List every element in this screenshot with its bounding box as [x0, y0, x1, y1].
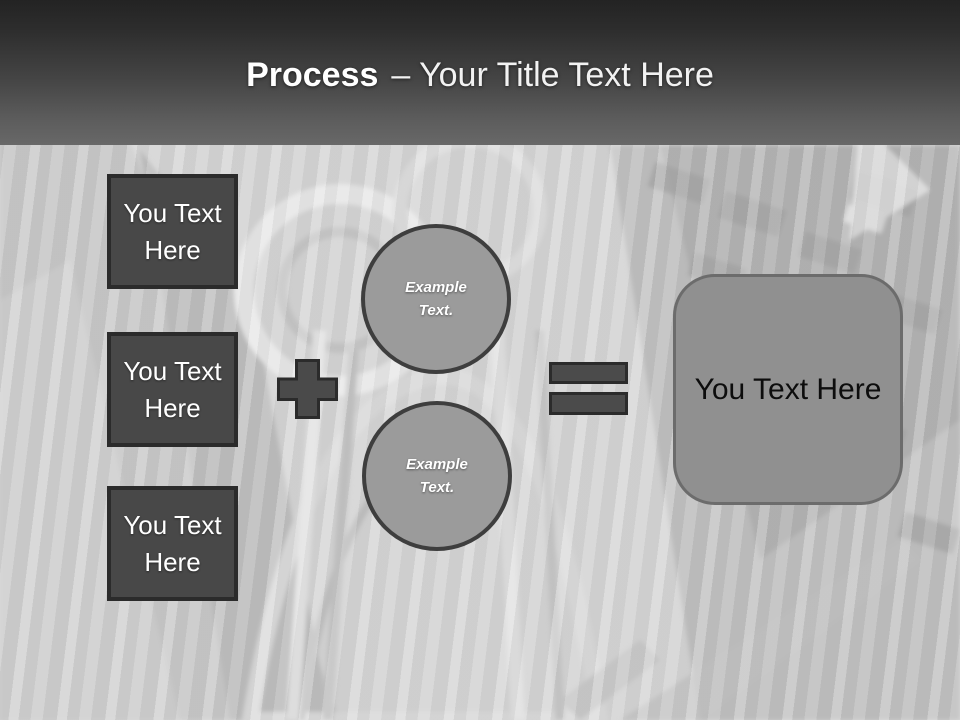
equals-top-bar	[549, 362, 628, 384]
example-circle-1-label: Example Text.	[405, 278, 467, 319]
example-circle-2-label: Example Text.	[406, 455, 468, 496]
slide-title-emphasis: Process	[246, 56, 379, 94]
slide-title[interactable]: Process – Your Title Text Here	[246, 56, 714, 95]
input-box-2[interactable]: You Text Here	[107, 332, 238, 447]
input-box-1[interactable]: You Text Here	[107, 174, 238, 289]
result-box-label: You Text Here	[694, 372, 882, 406]
result-box[interactable]: You Text Here	[673, 274, 903, 505]
input-box-2-label: You Text Here	[123, 355, 222, 423]
example-circle-1[interactable]: Example Text.	[361, 224, 511, 374]
slide-title-rest: – Your Title Text Here	[391, 56, 714, 94]
title-bar: Process – Your Title Text Here	[0, 0, 960, 145]
equals-icon	[549, 362, 628, 415]
equals-bottom-bar	[549, 392, 628, 415]
input-box-3[interactable]: You Text Here	[107, 486, 238, 601]
plus-icon	[277, 359, 338, 419]
example-circle-2[interactable]: Example Text.	[362, 401, 512, 551]
input-box-1-label: You Text Here	[123, 197, 222, 265]
input-box-3-label: You Text Here	[123, 509, 222, 577]
